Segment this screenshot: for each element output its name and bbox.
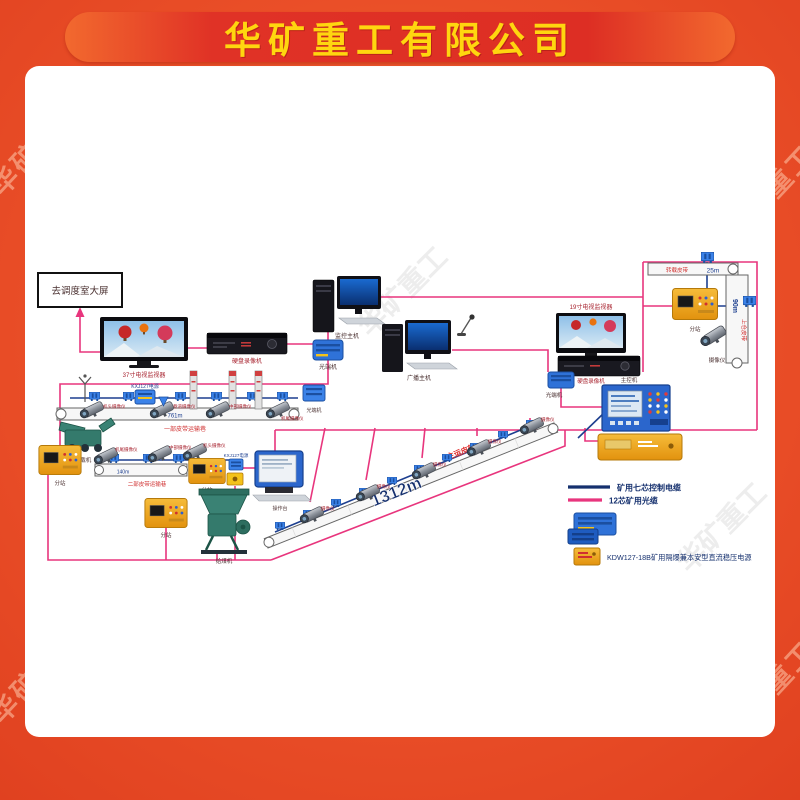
- operator-console-label: 操作台: [272, 505, 287, 512]
- camera-label: 摄像仪: [541, 416, 555, 423]
- right-camera-label: 摄像仪: [709, 356, 726, 364]
- legend-cable-label: 矿用七芯控制电缆: [617, 483, 681, 493]
- main-control-console: 主控机: [601, 376, 671, 432]
- camera-label: 摄像仪: [377, 483, 391, 490]
- company-name: 华矿重工有限公司: [224, 20, 576, 61]
- belt2-power-label: KXJ127电源: [224, 452, 249, 459]
- dvr-1: 硬盘录像机: [206, 332, 288, 365]
- legend-fiber-device-icon: [567, 512, 617, 545]
- transfer-belt-length: 25m: [707, 268, 720, 275]
- alarm-antenna: [78, 374, 92, 402]
- broadcast-host-label: 广播主机: [407, 374, 431, 382]
- belt2-length: 140m: [117, 470, 130, 476]
- belt1-sensor-poles: [189, 370, 263, 410]
- company-banner: 华矿重工有限公司: [65, 12, 735, 62]
- belt1-power-label: KXJ127电源: [131, 383, 159, 390]
- system-diagram: 华矿重工 华矿重工: [37, 240, 773, 578]
- feeder-substation-label: 分站: [160, 531, 172, 539]
- transfer-belt-horizontal: 转载皮带 25m: [647, 262, 739, 276]
- dvr-1-label: 硬盘录像机: [232, 357, 262, 365]
- belt2-label: 二部皮带运输巷: [128, 480, 167, 488]
- belt2-cameras: 机尾摄像仪 中部摄像仪 机头摄像仪: [92, 442, 226, 469]
- left-substation: 分站: [38, 445, 82, 487]
- monitor-37inch-label: 37寸电视监视器: [123, 371, 166, 379]
- monitor-19inch: 19寸电视监视器: [556, 303, 626, 359]
- feeder-substation: 分站: [144, 498, 188, 539]
- monitoring-host-pc: 监控主机: [312, 276, 386, 340]
- fiber-transceiver-2: 光端机: [546, 371, 575, 399]
- main-control-label: 主控机: [621, 376, 638, 384]
- camera-label: 巷道摄像仪: [173, 403, 196, 410]
- belt1-fiber-label: 光端机: [306, 407, 321, 414]
- operator-console: 操作台: [252, 450, 312, 512]
- right-substation-label: 分站: [689, 325, 701, 333]
- monitor-37inch: 37寸电视监视器: [100, 317, 188, 379]
- fiber-transceiver-1: 光端机: [312, 339, 344, 371]
- dvr-2: 硬盘录像机: [557, 355, 641, 385]
- belt1-fiber: 光端机: [302, 384, 326, 414]
- coal-feeder-machine: 给煤机: [198, 488, 251, 565]
- arrow-up: [75, 307, 85, 317]
- belt2: 140m 二部皮带运输巷: [94, 463, 188, 488]
- camera-label: 机头摄像仪: [103, 403, 126, 410]
- camera-label: 机尾摄像仪: [115, 446, 138, 453]
- fiber-transceiver-2-label: 光端机: [546, 391, 563, 399]
- camera-label: 机尾摄像仪: [281, 415, 304, 422]
- camera-label: 中部摄像仪: [169, 444, 192, 451]
- inner-watermark: 华矿重工: [671, 476, 773, 578]
- legend: 矿用七芯控制电缆 12芯矿用光缆 KDW127-18B矿用隔爆兼本安型直流稳压电…: [567, 483, 752, 566]
- goto-dispatch-label: 去调度室大屏: [51, 285, 108, 297]
- camera-label: 摄像仪: [488, 438, 502, 445]
- right-camera: 摄像仪: [698, 324, 730, 364]
- bunker-belt-length: 90m: [731, 299, 738, 313]
- transfer-belt-label: 转载皮带: [666, 266, 689, 274]
- belt1-length: 761m: [167, 414, 182, 420]
- fiber-transceiver-1-label: 光端机: [319, 363, 337, 371]
- bunker-belt-label: 上仓皮带: [740, 319, 748, 342]
- legend-power-supply-label: KDW127-18B矿用隔爆兼本安型直流稳压电源: [607, 553, 752, 562]
- goto-dispatch-box: 去调度室大屏: [37, 272, 123, 308]
- camera-label: 摄像仪: [433, 461, 447, 468]
- bunker-belt-vertical: 90m 上仓皮带: [725, 274, 749, 369]
- camera-label: 机头摄像仪: [203, 442, 226, 449]
- monitoring-host-label: 监控主机: [335, 332, 359, 340]
- camera-label: 摄像仪: [321, 505, 335, 512]
- belt1-power: KXJ127电源: [131, 383, 169, 407]
- dvr-2-label: 硬盘录像机: [577, 377, 605, 385]
- belt2-power: KXJ127电源: [224, 452, 249, 471]
- broadcast-host-pc: 广播主机: [382, 314, 475, 382]
- belt2-junction-boxes: [108, 454, 184, 463]
- main-belt-cameras: 摄像仪 摄像仪 摄像仪 摄像仪 摄像仪: [298, 416, 555, 528]
- left-substation-label: 分站: [54, 479, 66, 487]
- belt1-cameras: 机头摄像仪 巷道摄像仪 中部摄像仪 机尾摄像仪: [78, 400, 304, 423]
- belt1-label: 一部皮带运输巷: [164, 425, 206, 433]
- coal-feeder-label: 给煤机: [216, 557, 233, 565]
- belt1: 761m 一部皮带运输巷: [55, 407, 300, 433]
- diagram-panel: 华矿重工 华矿重工: [25, 66, 775, 737]
- legend-power-supply-icon: [573, 547, 601, 566]
- monitor-19inch-label: 19寸电视监视器: [570, 303, 613, 311]
- transfer-machine-label: 转载机: [75, 456, 92, 464]
- camera-label: 中部摄像仪: [229, 403, 252, 410]
- power-supply-box: [597, 433, 683, 461]
- legend-fiber-label: 12芯矿用光缆: [609, 496, 658, 506]
- right-substation: 分站: [672, 288, 718, 333]
